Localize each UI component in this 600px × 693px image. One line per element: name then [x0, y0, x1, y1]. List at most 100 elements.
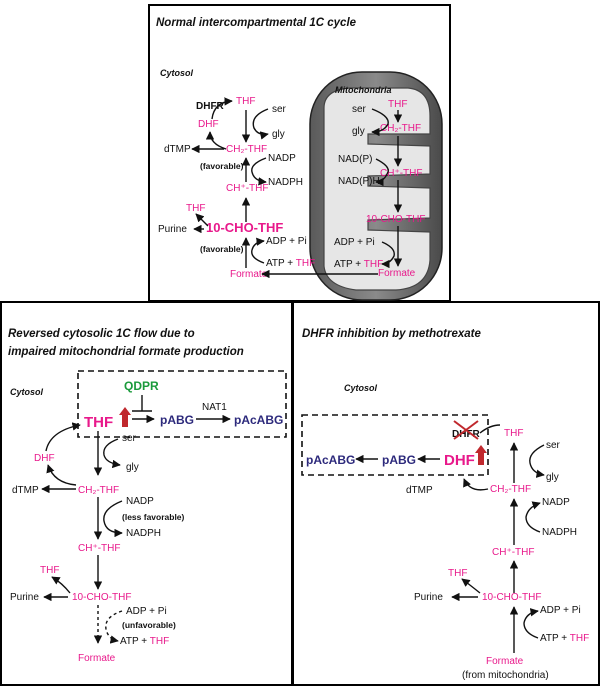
panel-dhfr-inhibition: DHFR inhibition by methotrexate Cytosol …	[292, 301, 600, 686]
favorable-note-2: (favorable)	[200, 244, 244, 254]
mito-nadp-arrow	[375, 158, 389, 187]
purine-node: Purine	[414, 592, 443, 603]
pacabg-node: pAcABG	[234, 413, 283, 427]
panel-title-line2: impaired mitochondrial formate productio…	[8, 346, 244, 358]
ser-node: ser	[272, 104, 287, 115]
dhf-node: DHF	[444, 452, 475, 469]
mito-atp-arrow	[381, 241, 395, 269]
nadph-node: NADPH	[542, 527, 577, 538]
dashed-box	[77, 370, 287, 438]
nadp-arrow	[251, 157, 267, 186]
inhibition-cross-icon	[453, 420, 479, 440]
thf-node: THF	[84, 414, 113, 431]
ch2-thf-node: CH₂-THF	[78, 485, 119, 496]
panel-reversed-flow: Reversed cytosolic 1C flow due to impair…	[0, 301, 293, 686]
gly-node: gly	[546, 472, 559, 483]
cho-to-thf-arrow	[195, 213, 209, 227]
formate-node: Formate	[78, 653, 116, 664]
mito-ser-node: ser	[352, 104, 367, 115]
nadph-node: NADPH	[268, 177, 303, 188]
dtmp-node: dTMP	[164, 144, 191, 155]
nadp-node: NADP	[126, 496, 154, 507]
atp-arrow	[523, 608, 539, 639]
gly-node: gly	[126, 462, 139, 473]
qdpr-inhibit	[132, 395, 152, 412]
dtmp-node: dTMP	[406, 485, 433, 496]
thf-node-2: THF	[448, 568, 467, 579]
cho-to-thf-arrow	[51, 576, 71, 594]
purine-node: Purine	[10, 592, 39, 603]
qdpr-label: QDPR	[124, 379, 159, 393]
mito-nadph-node: NAD(P)H	[338, 176, 380, 187]
atp-node: ATP + THF	[266, 258, 315, 269]
mito-formate-node: Formate	[378, 268, 416, 279]
less-favorable-note: (less favorable)	[122, 512, 185, 522]
adp-atp-arrow	[105, 610, 123, 644]
ser-node: ser	[122, 433, 137, 444]
gly-node: gly	[272, 129, 285, 140]
ch2-to-dhf-arrow	[46, 464, 77, 486]
purine-node: Purine	[158, 224, 187, 235]
cho-thf-node: 10-CHO-THF	[72, 592, 131, 603]
ch2-thf-node: CH₂-THF	[226, 144, 267, 155]
mito-ch2-thf-node: CH₂-THF	[380, 123, 421, 134]
reversed-flow-diagram: Reversed cytosolic 1C flow due to impair…	[8, 328, 287, 664]
nadp-node: NADP	[268, 153, 296, 164]
increase-arrow-icon	[475, 445, 487, 465]
dhf-node: DHF	[34, 453, 55, 464]
mito-atp-node: ATP + THF	[334, 259, 383, 270]
cytosol-label: Cytosol	[10, 387, 44, 397]
favorable-note: (favorable)	[200, 161, 244, 171]
cho-thf-node: 10-CHO-THF	[206, 220, 283, 235]
nat1-label: NAT1	[202, 402, 227, 413]
mitochondria-label: Mitochondria	[335, 85, 392, 95]
panel-normal-cycle: Normal intercompartmental 1C cycle Cytos…	[148, 4, 451, 302]
adp-node: ADP + Pi	[540, 605, 581, 616]
dashed-box	[301, 414, 489, 476]
ch-thf-node: CH⁺-THF	[78, 543, 121, 554]
dhfr-inhibition-diagram: DHFR inhibition by methotrexate Cytosol …	[301, 328, 589, 681]
dhf-to-thf-arrow	[45, 422, 81, 452]
mito-nadp-node: NAD(P)	[338, 154, 372, 165]
dhf-node: DHF	[198, 119, 219, 130]
atp-node: ATP + THF	[120, 636, 169, 647]
dhfr-label: DHFR	[196, 101, 225, 112]
mito-gly-node: gly	[352, 126, 365, 137]
panel-title-line1: Reversed cytosolic 1C flow due to	[8, 328, 195, 340]
formate-node: Formate	[486, 656, 524, 667]
nadp-node: NADP	[542, 497, 570, 508]
cytosol-label: Cytosol	[344, 383, 378, 393]
from-mito-note: (from mitochondria)	[462, 670, 549, 681]
ch-thf-node: CH⁺-THF	[226, 183, 269, 194]
thf-node-2: THF	[40, 565, 59, 576]
pabg-node: pABG	[160, 413, 194, 427]
formate-node: Formate	[230, 269, 268, 280]
thf-node: THF	[504, 428, 523, 439]
normal-cycle-diagram: Normal intercompartmental 1C cycle Cytos…	[156, 17, 443, 301]
mito-ser-gly-arrow	[371, 108, 389, 137]
ch2-thf-node: CH₂-THF	[490, 484, 531, 495]
thf-node: THF	[236, 96, 255, 107]
mito-adp-node: ADP + Pi	[334, 237, 375, 248]
nadph-arrow	[525, 501, 541, 533]
nadph-node: NADPH	[126, 528, 161, 539]
pabg-node: pABG	[382, 453, 416, 467]
increase-arrow-icon	[119, 407, 131, 427]
dhfr-arc	[479, 424, 501, 434]
ser-gly-arrow	[252, 108, 269, 140]
mito-inner-membrane	[323, 87, 431, 291]
dhfr-label: DHFR	[452, 429, 481, 440]
mito-cho-thf-node: 10-CHO-THF	[366, 214, 425, 225]
ser-gly-arrow	[103, 438, 121, 469]
pacabg-node: pAcABG	[306, 453, 355, 467]
adp-node: ADP + Pi	[126, 606, 167, 617]
atp-arrow	[251, 237, 265, 264]
panel-title: DHFR inhibition by methotrexate	[302, 328, 482, 340]
mito-ch-thf-node: CH⁺-THF	[380, 168, 423, 179]
ser-gly-arrow	[529, 444, 545, 478]
cho-to-thf-arrow	[461, 578, 481, 594]
cho-thf-node: 10-CHO-THF	[482, 592, 541, 603]
ch2-to-dhf-arrow	[463, 478, 489, 491]
cytosol-label: Cytosol	[160, 68, 194, 78]
unfavorable-note: (unfavorable)	[122, 620, 176, 630]
